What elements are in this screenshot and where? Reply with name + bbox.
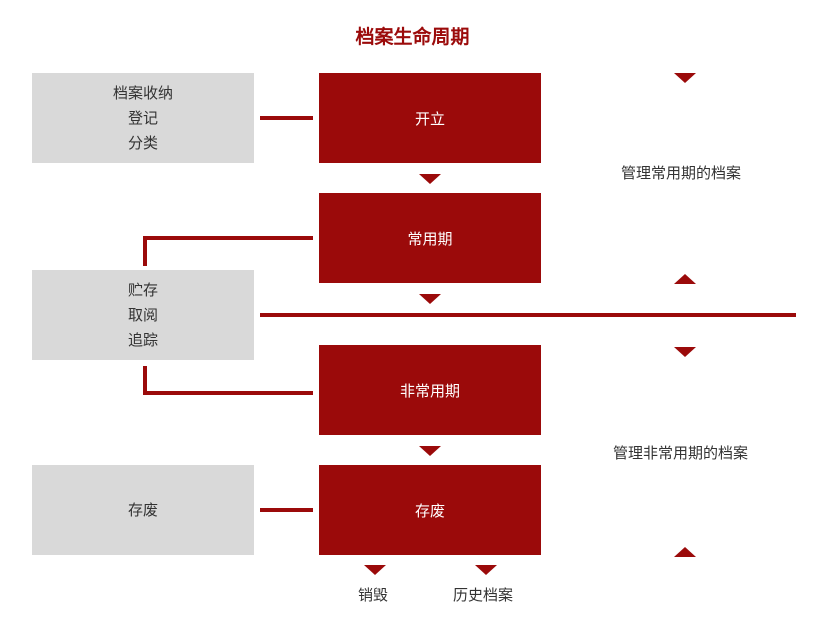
stage-inactive-label: 非常用期 (399, 381, 460, 400)
arrow-up-icon (674, 547, 696, 557)
storage-line-2: 取阅 (127, 305, 158, 324)
arrow-down-icon (674, 347, 696, 357)
arrow-down-icon (674, 73, 696, 83)
connector-registration (260, 116, 313, 120)
storage-line-1: 贮存 (127, 280, 158, 299)
stage-inactive: 非常用期 (319, 345, 541, 435)
outcome-historical: 历史档案 (453, 586, 514, 604)
arrow-down-icon (419, 446, 441, 456)
stage-creation: 开立 (319, 73, 541, 163)
disposal-box-label: 存废 (127, 500, 158, 519)
diagram-title: 档案生命周期 (355, 26, 470, 48)
arrow-up-icon (674, 274, 696, 284)
stage-creation-label: 开立 (414, 109, 445, 128)
storage-box: 贮存 取阅 追踪 (32, 270, 254, 360)
stage-active-label: 常用期 (407, 229, 453, 248)
arrow-down-icon (419, 174, 441, 184)
connector-disposal (260, 508, 313, 512)
connector-inactive-vertical (143, 366, 147, 395)
outcome-destroy: 销毁 (358, 586, 389, 604)
storage-line-3: 追踪 (127, 330, 158, 349)
stage-active: 常用期 (319, 193, 541, 283)
arrow-down-icon (364, 565, 386, 575)
connector-active-vertical (143, 236, 147, 266)
stage-disposal: 存废 (319, 465, 541, 555)
registration-box: 档案收纳 登记 分类 (32, 73, 254, 163)
stage-disposal-label: 存废 (414, 501, 445, 520)
connector-inactive-horizontal (143, 391, 313, 395)
connector-storage-long (260, 313, 796, 317)
arrow-down-icon (419, 294, 441, 304)
disposal-box: 存废 (32, 465, 254, 555)
registration-line-2: 登记 (127, 108, 158, 127)
label-manage-active: 管理常用期的档案 (621, 164, 742, 182)
connector-active-horizontal (143, 236, 313, 240)
registration-line-1: 档案收纳 (112, 83, 173, 102)
arrow-down-icon (475, 565, 497, 575)
label-manage-inactive: 管理非常用期的档案 (613, 444, 749, 462)
registration-line-3: 分类 (127, 133, 158, 152)
